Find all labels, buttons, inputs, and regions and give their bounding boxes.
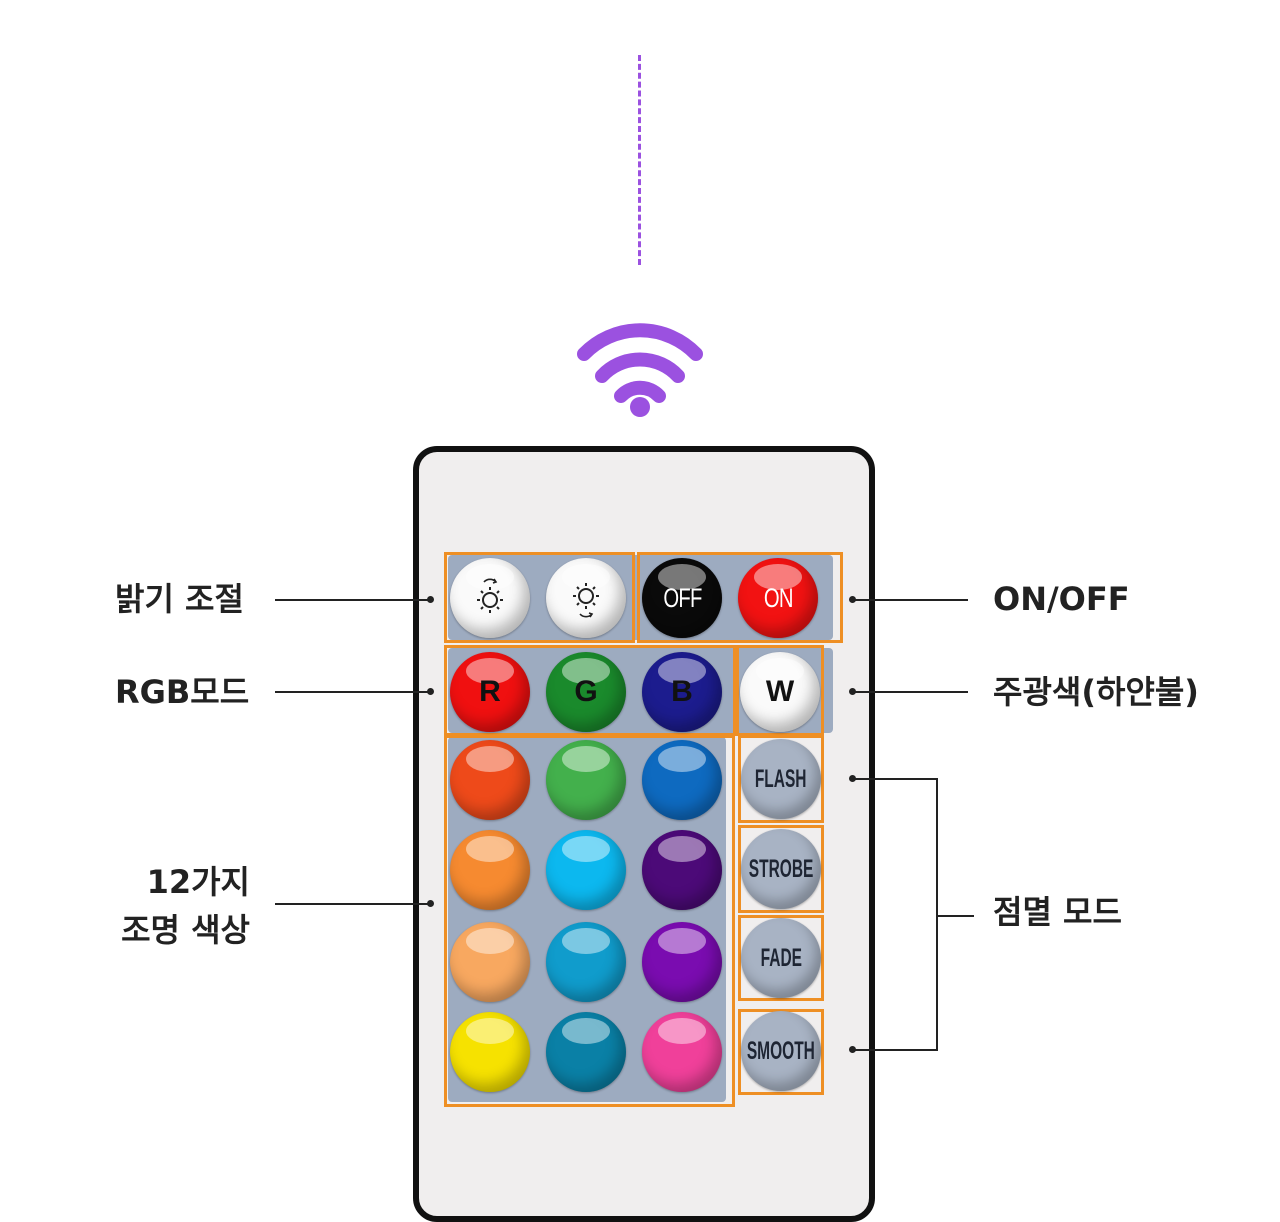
off-label: OFF bbox=[662, 582, 702, 613]
color-button[interactable] bbox=[546, 830, 626, 910]
green-button[interactable]: G bbox=[546, 652, 626, 732]
blink-bottom-leader bbox=[852, 1049, 938, 1051]
red-button[interactable]: R bbox=[450, 652, 530, 732]
white-highlight bbox=[736, 645, 824, 736]
color-button[interactable] bbox=[450, 1012, 530, 1092]
brightness-leader bbox=[275, 599, 430, 601]
brightness-down-button[interactable] bbox=[546, 558, 626, 638]
on-label: ON bbox=[763, 582, 794, 613]
white-button[interactable]: W bbox=[740, 652, 820, 732]
color-button[interactable] bbox=[642, 740, 722, 820]
off-button[interactable]: OFF bbox=[642, 558, 722, 638]
wifi-signal-icon bbox=[577, 323, 703, 417]
rgb-mode-leader bbox=[275, 691, 430, 693]
main-white-leader bbox=[852, 691, 968, 693]
color-button[interactable] bbox=[450, 922, 530, 1002]
color-button[interactable] bbox=[546, 740, 626, 820]
signal-dashed-line bbox=[638, 55, 641, 265]
brightness-highlight bbox=[444, 552, 635, 643]
color-button[interactable] bbox=[546, 922, 626, 1002]
onoff-leader bbox=[852, 599, 968, 601]
color-button[interactable] bbox=[642, 830, 722, 910]
blue-button[interactable]: B bbox=[642, 652, 722, 732]
color-button[interactable] bbox=[642, 922, 722, 1002]
blink-top-leader bbox=[852, 778, 938, 780]
white-label: W bbox=[765, 675, 795, 708]
brightness-leader-dot bbox=[427, 596, 434, 603]
brightness-up-icon bbox=[477, 578, 503, 613]
rgb-highlight bbox=[444, 645, 736, 736]
color-button[interactable] bbox=[642, 1012, 722, 1092]
brightness-up-button[interactable] bbox=[450, 558, 530, 638]
fade-highlight bbox=[738, 915, 824, 1001]
blink-bracket bbox=[936, 778, 938, 1051]
smooth-button[interactable]: SMOOTH bbox=[741, 1011, 821, 1091]
color-grid-highlight bbox=[444, 735, 735, 1107]
red-label: R bbox=[479, 675, 501, 708]
flash-button[interactable]: FLASH bbox=[741, 739, 821, 819]
color-leader bbox=[275, 903, 430, 905]
strobe-label: STROBE bbox=[748, 854, 814, 883]
blink-leader bbox=[936, 915, 974, 917]
color-label-line2: 조명 색상 bbox=[121, 911, 250, 949]
green-label: G bbox=[574, 675, 598, 708]
color-leader-dot bbox=[427, 900, 434, 907]
blue-label: B bbox=[671, 675, 693, 708]
color-button[interactable] bbox=[450, 830, 530, 910]
fade-label: FADE bbox=[760, 943, 802, 972]
color-button[interactable] bbox=[546, 1012, 626, 1092]
color-button[interactable] bbox=[450, 740, 530, 820]
onoff-highlight bbox=[637, 552, 843, 643]
brightness-label: 밝기 조절 bbox=[115, 580, 244, 618]
smooth-label: SMOOTH bbox=[746, 1036, 816, 1065]
blink-mode-label: 점멸 모드 bbox=[993, 893, 1122, 931]
fade-button[interactable]: FADE bbox=[741, 918, 821, 998]
strobe-button[interactable]: STROBE bbox=[741, 829, 821, 909]
flash-highlight bbox=[738, 735, 824, 823]
color-label-line1: 12가지 bbox=[146, 863, 250, 901]
onoff-label: ON/OFF bbox=[993, 580, 1130, 618]
smooth-highlight bbox=[738, 1009, 824, 1095]
rgb-mode-label: RGB모드 bbox=[115, 673, 250, 711]
rgb-mode-leader-dot bbox=[427, 688, 434, 695]
flash-label: FLASH bbox=[755, 764, 807, 793]
on-button[interactable]: ON bbox=[738, 558, 818, 638]
main-white-label: 주광색(하얀불) bbox=[993, 673, 1199, 711]
strobe-highlight bbox=[738, 825, 824, 913]
brightness-down-icon bbox=[573, 583, 599, 618]
